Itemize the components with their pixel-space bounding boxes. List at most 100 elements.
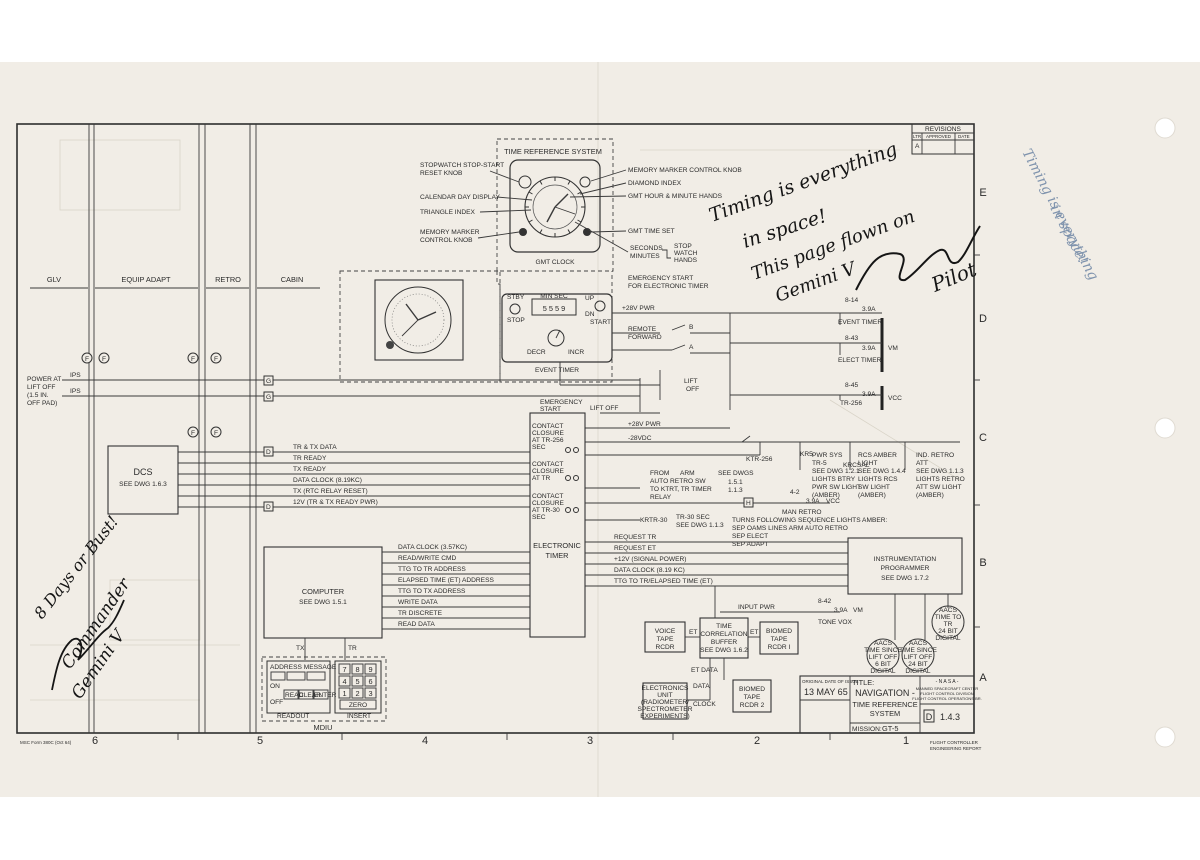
fuse-3-9a-5: 3.9A: [834, 607, 848, 614]
biomed1-label: BIOMED: [766, 628, 792, 635]
svg-text:SEC: SEC: [532, 444, 546, 451]
mdiu-readout-panel: [266, 660, 331, 714]
event-timer-incr: INCR: [568, 349, 584, 356]
mdiu-key-label: 9: [368, 665, 372, 674]
timer-cc2-label: CONTACT CLOSURE AT TR: [532, 461, 564, 482]
svg-text:TO KTRT, TR TIMER: TO KTRT, TR TIMER: [650, 486, 712, 493]
d-connectors: [263, 446, 274, 512]
analog-clock-face: [384, 286, 452, 354]
et-label-2: ET: [750, 629, 758, 636]
mdiu-func-keys: [283, 689, 329, 700]
instr-signal-lines: [585, 541, 848, 587]
liftoff-power-lines: [62, 379, 640, 397]
f-label: F: [85, 356, 89, 363]
remote-label: REMOTE: [628, 326, 657, 333]
biomed2-label: TAPE: [744, 694, 761, 701]
mdiu-sub1: READOUT: [277, 713, 309, 720]
trs-left-leaders: [477, 170, 533, 239]
svg-text:E: E: [979, 187, 986, 199]
svg-text:SEP ELECT: SEP ELECT: [732, 533, 768, 540]
f-label: F: [191, 430, 195, 437]
trs-left-labels: STOPWATCH STOP-START RESET KNOB CALENDAR…: [420, 162, 504, 244]
svg-text:24 BIT: 24 BIT: [908, 661, 927, 668]
elect-timer-meter-label: ELECT TIMER: [838, 357, 882, 364]
analog-clock-inner: [391, 293, 445, 347]
clock-hands-icon: [546, 193, 576, 223]
svg-text:LIGHTS RETRO: LIGHTS RETRO: [916, 476, 965, 483]
event-timer-meter-label: EVENT TIMER: [838, 319, 882, 326]
mdiu-read: READ: [285, 692, 304, 699]
svg-text:TURNS FOLLOWING SEQUENCE LIGHT: TURNS FOLLOWING SEQUENCE LIGHTS AMBER:: [732, 517, 888, 524]
for-electronic-timer-label: FOR ELECTRONIC TIMER: [628, 283, 709, 290]
pwr-wiring: [559, 312, 841, 410]
svg-text:RCS AMBER: RCS AMBER: [858, 452, 897, 459]
svg-text:AUTO RETRO SW: AUTO RETRO SW: [650, 478, 706, 485]
title-bottom-2: ENGINEERING REPORT: [930, 746, 982, 751]
mdiu-key-label: 6: [368, 677, 372, 686]
svg-text:TTG TO TX ADDRESS: TTG TO TX ADDRESS: [398, 588, 466, 595]
trs-label: HANDS: [674, 257, 698, 264]
svg-text:5: 5: [257, 735, 263, 747]
electronics-label: SPECTROMETER: [638, 706, 693, 713]
recorder-wiring: [685, 586, 760, 701]
svg-text:6: 6: [92, 735, 98, 747]
svg-text:(AMBER): (AMBER): [812, 492, 840, 499]
svg-text:AT TR-256: AT TR-256: [532, 437, 564, 444]
svg-text:TR DISCRETE: TR DISCRETE: [398, 610, 443, 617]
data-label: DATA: [693, 683, 710, 690]
input-pwr-label: INPUT PWR: [738, 604, 775, 611]
computer-tx: TX: [296, 645, 305, 652]
zone-equip-adapt: EQUIP ADAPT: [121, 275, 171, 284]
svg-text:1.5.1: 1.5.1: [728, 479, 743, 486]
gmt-clock-caption: GMT CLOCK: [535, 259, 575, 266]
timer-cc1-label: CONTACT CLOSURE AT TR-256 SEC: [532, 423, 564, 451]
instrumentation-box: [847, 537, 963, 595]
biomed2-label: RCDR 2: [740, 702, 765, 709]
clock-tick: [577, 191, 582, 195]
electronics-label: UNIT: [657, 692, 672, 699]
event-timer-panel: [501, 293, 613, 363]
grid-row-labels: E D C B A: [979, 187, 987, 684]
mission-value: GT-5: [882, 724, 898, 733]
form-number: MSC Form 380C (Oct 64): [20, 740, 72, 745]
svg-text:ELAPSED TIME (ET) ADDRESS: ELAPSED TIME (ET) ADDRESS: [398, 577, 494, 584]
clock-tick: [567, 180, 571, 185]
title-date-label: ORIGINAL DATE OF ISSUE: [802, 679, 859, 684]
fuse-3-9a-3: 3.9A: [862, 391, 876, 398]
svg-text:A: A: [979, 672, 987, 684]
d-marker-1: D: [266, 449, 271, 456]
svg-text:KRCSAL: KRCSAL: [843, 462, 870, 469]
svg-text:TTG TO TR ADDRESS: TTG TO TR ADDRESS: [398, 566, 466, 573]
electronic-timer-box: [529, 412, 586, 638]
relay-8-45: 8-45: [845, 382, 859, 389]
svg-text:(AMBER): (AMBER): [858, 492, 886, 499]
mdiu-key: [338, 675, 351, 687]
svg-text:READ DATA: READ DATA: [398, 621, 435, 628]
mdiu-enter: ENTER: [314, 692, 337, 699]
timer-contact-icons: [565, 447, 579, 513]
mdiu-header: ADDRESS MESSAGE: [270, 664, 337, 671]
mdiu-key: [364, 663, 377, 675]
fuse-3-9a-1: 3.9A: [862, 306, 876, 313]
revisions-col-ltr: LTR: [913, 134, 922, 139]
liftoff-relay: [560, 370, 661, 414]
svg-text:TX (RTC RELAY RESET): TX (RTC RELAY RESET): [293, 488, 368, 495]
svg-text:TR: TR: [944, 621, 953, 628]
svg-text:LIGHTS RCS: LIGHTS RCS: [858, 476, 898, 483]
relay-4-2: 4-2: [790, 489, 800, 496]
h-marker: H: [746, 500, 751, 507]
svg-text:CONTACT: CONTACT: [532, 461, 563, 468]
svg-text:DATA CLOCK (8.19 KC): DATA CLOCK (8.19 KC): [614, 567, 685, 574]
svg-text:KR5: KR5: [800, 451, 813, 458]
gmt-clock-inner: [532, 184, 578, 230]
svg-text:CONTACT: CONTACT: [532, 423, 563, 430]
mdiu-on: ON: [270, 683, 280, 690]
retro-relay-labels: FROM ARM AUTO RETRO SW TO KTRT, TR TIMER…: [640, 470, 888, 548]
tcb-label: BUFFER: [711, 639, 738, 646]
mdiu-key-label: 5: [355, 677, 359, 686]
vcc-label-2: VCC: [826, 498, 840, 505]
tone-vox-label: TONE VOX: [818, 619, 853, 626]
msc-line-3: FLIGHT CONTROL OPERATIONS BR.: [912, 696, 982, 701]
svg-text:FROM: FROM: [650, 470, 669, 477]
